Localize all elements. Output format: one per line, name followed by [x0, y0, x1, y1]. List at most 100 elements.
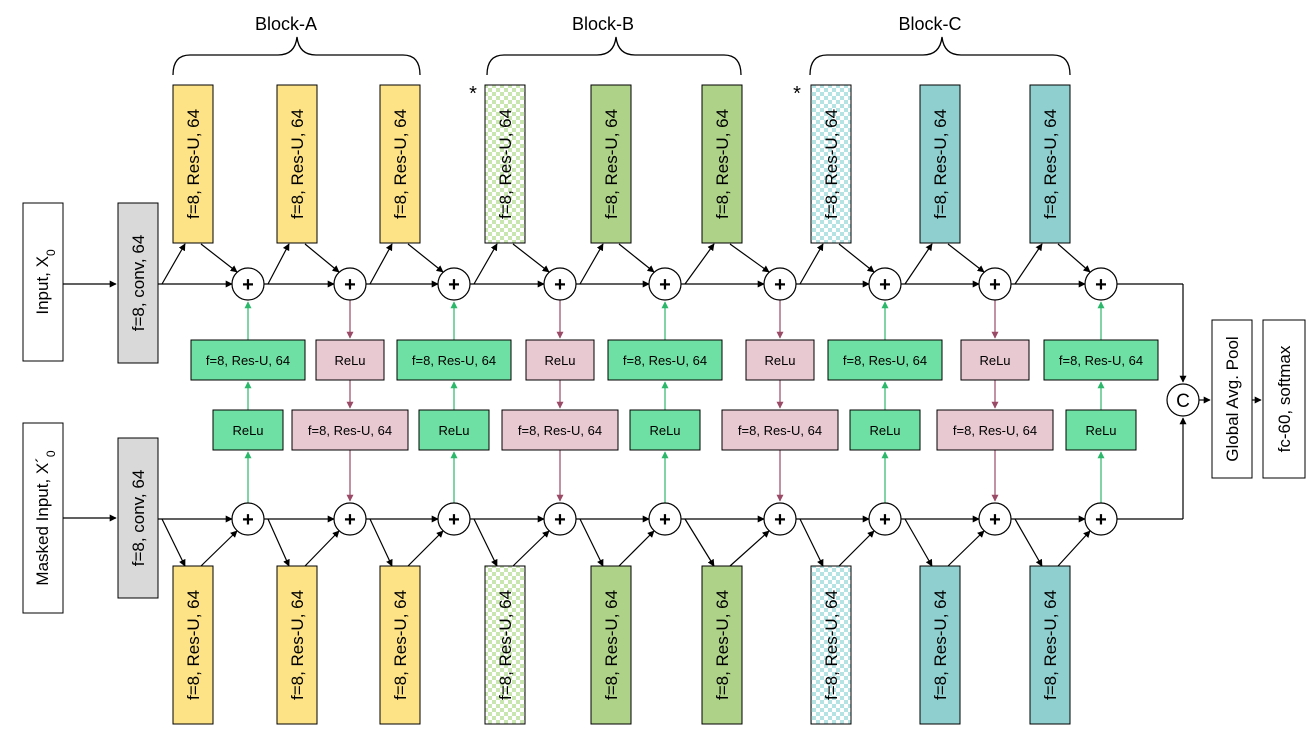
branch-out-bottom — [729, 530, 770, 567]
res-unit-top-5: f=8, Res-U, 64 — [590, 84, 632, 244]
sum-node-top-5: + — [648, 267, 682, 301]
sum-node-top-7: + — [868, 267, 902, 301]
res-unit-label: f=8, Res-U, 64 — [1041, 590, 1060, 700]
sum-node-top-4: + — [543, 267, 577, 301]
sum-node-bottom-2: + — [333, 502, 367, 536]
res-unit-label: f=8, Res-U, 64 — [184, 109, 203, 219]
relu-label: ReLu — [544, 353, 575, 368]
branch-out-bottom — [200, 530, 238, 567]
plus-symbol: + — [774, 274, 786, 296]
block-brace-a — [172, 36, 421, 76]
input-top-subscript: 0 — [44, 249, 58, 256]
branch-in-bottom — [579, 518, 604, 567]
conv-box-bottom: f=8, conv, 64 — [117, 437, 159, 599]
branch-out-top — [729, 243, 770, 273]
branch-in-top — [473, 243, 498, 285]
pink-link-2: ReLu f=8, Res-U, 64 — [291, 339, 409, 451]
plus-symbol: + — [344, 509, 356, 531]
res-unit-top-6: f=8, Res-U, 64 — [701, 84, 743, 244]
res-unit-top-7: f=8, Res-U, 64 — [810, 84, 852, 244]
res-unit-label: f=8, Res-U, 64 — [288, 590, 307, 700]
plus-symbol: + — [1095, 274, 1107, 296]
global-avg-pool-box: Global Avg. Pool — [1211, 319, 1253, 479]
plus-symbol: + — [242, 274, 254, 296]
sum-node-top-1: + — [231, 267, 265, 301]
sum-node-bottom-5: + — [648, 502, 682, 536]
branch-in-top — [267, 243, 290, 285]
sum-node-bottom-3: + — [437, 502, 471, 536]
fc-softmax-label: fc-60, softmax — [1275, 345, 1294, 452]
branch-in-top — [579, 243, 604, 285]
plus-symbol: + — [659, 509, 671, 531]
branch-out-top — [200, 243, 238, 273]
branch-in-bottom — [1014, 518, 1043, 567]
res-unit-top-2: f=8, Res-U, 64 — [276, 84, 318, 244]
branch-in-top — [369, 243, 393, 285]
res-unit-label: f=8, Res-U, 64 — [496, 109, 515, 219]
res-unit-link-label: f=8, Res-U, 64 — [738, 423, 822, 438]
block-c-label: Block-C — [898, 14, 961, 34]
sum-node-top-3: + — [437, 267, 471, 301]
res-unit-link-label: f=8, Res-U, 64 — [308, 423, 392, 438]
res-unit-link-label: f=8, Res-U, 64 — [623, 353, 707, 368]
branch-in-bottom — [473, 518, 498, 567]
input-bottom-label: Masked Input, X´ — [33, 457, 52, 586]
plus-symbol: + — [879, 274, 891, 296]
branch-in-top — [161, 243, 186, 285]
res-unit-bottom-1: f=8, Res-U, 64 — [172, 565, 214, 725]
res-unit-link-label: f=8, Res-U, 64 — [206, 353, 290, 368]
branch-out-top — [304, 243, 340, 273]
relu-label: ReLu — [334, 353, 365, 368]
plus-symbol: + — [448, 509, 460, 531]
res-unit-bottom-6: f=8, Res-U, 64 — [701, 565, 743, 725]
branch-in-bottom — [684, 518, 715, 567]
plus-symbol: + — [774, 509, 786, 531]
branch-in-top — [799, 243, 824, 285]
plus-symbol: + — [344, 274, 356, 296]
input-top-label: Input, X — [33, 256, 52, 315]
branch-in-bottom — [904, 518, 933, 567]
branch-out-top — [407, 243, 444, 273]
svg-text:Input, X0: Input, X0 — [33, 249, 58, 315]
res-unit-link-label: f=8, Res-U, 64 — [843, 353, 927, 368]
res-unit-bottom-7: f=8, Res-U, 64 — [810, 565, 852, 725]
input-box-top: Input, X0 — [22, 202, 64, 362]
res-unit-label: f=8, Res-U, 64 — [931, 590, 950, 700]
relu-label: ReLu — [979, 353, 1010, 368]
res-unit-label: f=8, Res-U, 64 — [713, 109, 732, 219]
branch-in-bottom — [369, 518, 393, 567]
global-avg-pool-label: Global Avg. Pool — [1223, 336, 1242, 461]
svg-text:Masked Input, X´0: Masked Input, X´0 — [33, 450, 58, 586]
branch-out-top — [1057, 243, 1091, 273]
res-unit-bottom-8: f=8, Res-U, 64 — [919, 565, 961, 725]
relu-label: ReLu — [438, 423, 469, 438]
asterisk-b: * — [469, 83, 477, 105]
res-unit-bottom-2: f=8, Res-U, 64 — [276, 565, 318, 725]
sum-node-top-6: + — [763, 267, 797, 301]
branch-in-bottom — [799, 518, 824, 567]
plus-symbol: + — [554, 274, 566, 296]
conv-bottom-label: f=8, conv, 64 — [129, 470, 148, 567]
branch-out-bottom — [304, 530, 340, 567]
plus-symbol: + — [659, 274, 671, 296]
branch-out-top — [838, 243, 875, 273]
branch-out-bottom — [407, 530, 444, 567]
res-unit-link-label: f=8, Res-U, 64 — [412, 353, 496, 368]
branch-in-bottom — [267, 518, 290, 567]
res-unit-label: f=8, Res-U, 64 — [184, 590, 203, 700]
res-unit-top-3: f=8, Res-U, 64 — [379, 84, 421, 244]
relu-label: ReLu — [764, 353, 795, 368]
branch-out-bottom — [947, 530, 985, 567]
concat-symbol: C — [1176, 391, 1190, 412]
fc-softmax-box: fc-60, softmax — [1262, 319, 1306, 479]
res-unit-bottom-4: f=8, Res-U, 64 — [484, 565, 526, 725]
input-bottom-subscript: 0 — [44, 450, 58, 457]
conv-box-top: f=8, conv, 64 — [117, 202, 159, 364]
res-unit-top-8: f=8, Res-U, 64 — [919, 84, 961, 244]
res-unit-bottom-9: f=8, Res-U, 64 — [1029, 565, 1071, 725]
